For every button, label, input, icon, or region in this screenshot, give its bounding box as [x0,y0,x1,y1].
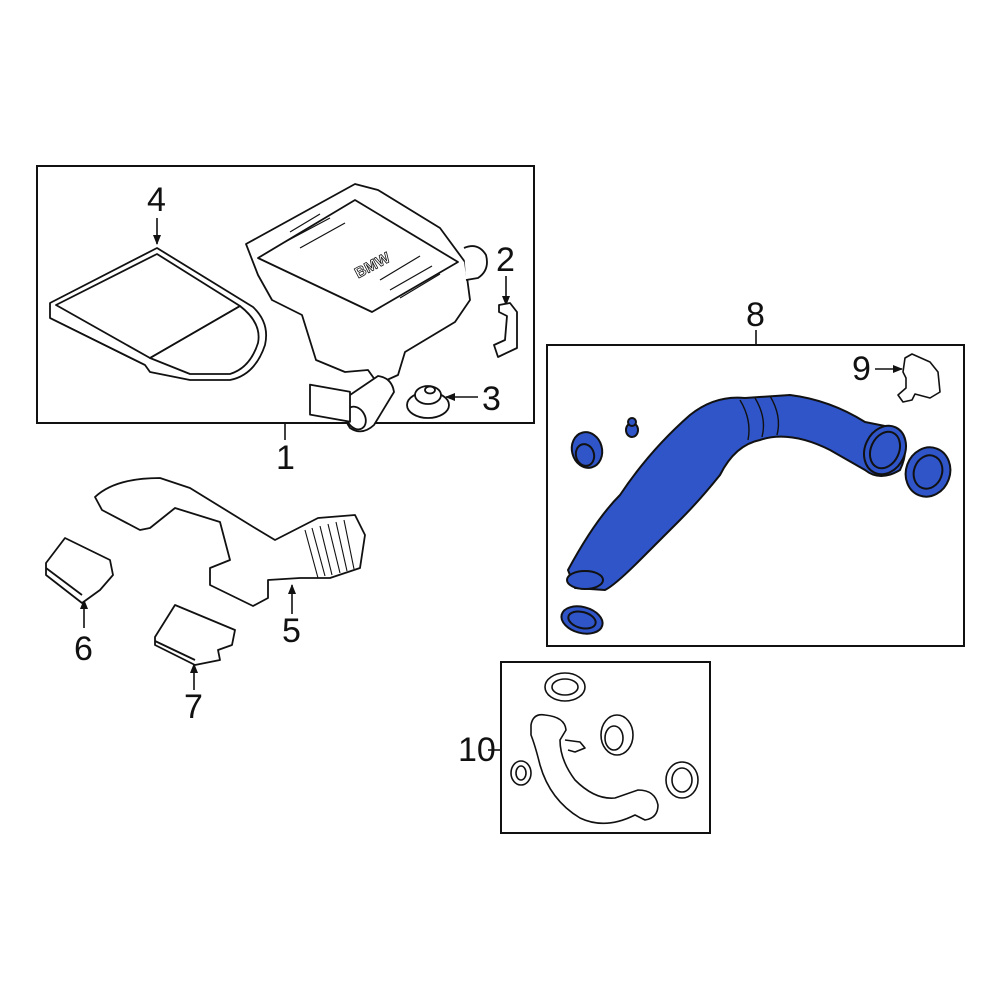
grommet-drawing [406,385,450,419]
callout-9: 9 [852,350,871,388]
duct-inlet-6-drawing [45,537,114,604]
intake-hose-drawing [560,394,952,635]
group-box-10 [500,661,711,834]
callout-10: 10 [458,731,496,769]
bracket-drawing [493,302,518,358]
callout-8: 8 [746,296,765,334]
group-box-8 [546,344,965,647]
group-box-1 [36,165,535,424]
callout-6: 6 [74,630,93,668]
air-filter-drawing [49,247,268,381]
callout-7: 7 [184,688,203,726]
duct-inlet-7-drawing [154,604,236,666]
air-box-housing-drawing: BMW [245,183,488,433]
pipe-kit-drawing [510,672,699,825]
callout-4: 4 [147,181,166,219]
intake-duct-drawing [94,477,366,607]
callout-3: 3 [482,380,501,418]
sensor-drawing [897,353,941,403]
callout-2: 2 [496,241,515,279]
callout-5: 5 [282,612,301,650]
callout-1: 1 [276,439,295,477]
